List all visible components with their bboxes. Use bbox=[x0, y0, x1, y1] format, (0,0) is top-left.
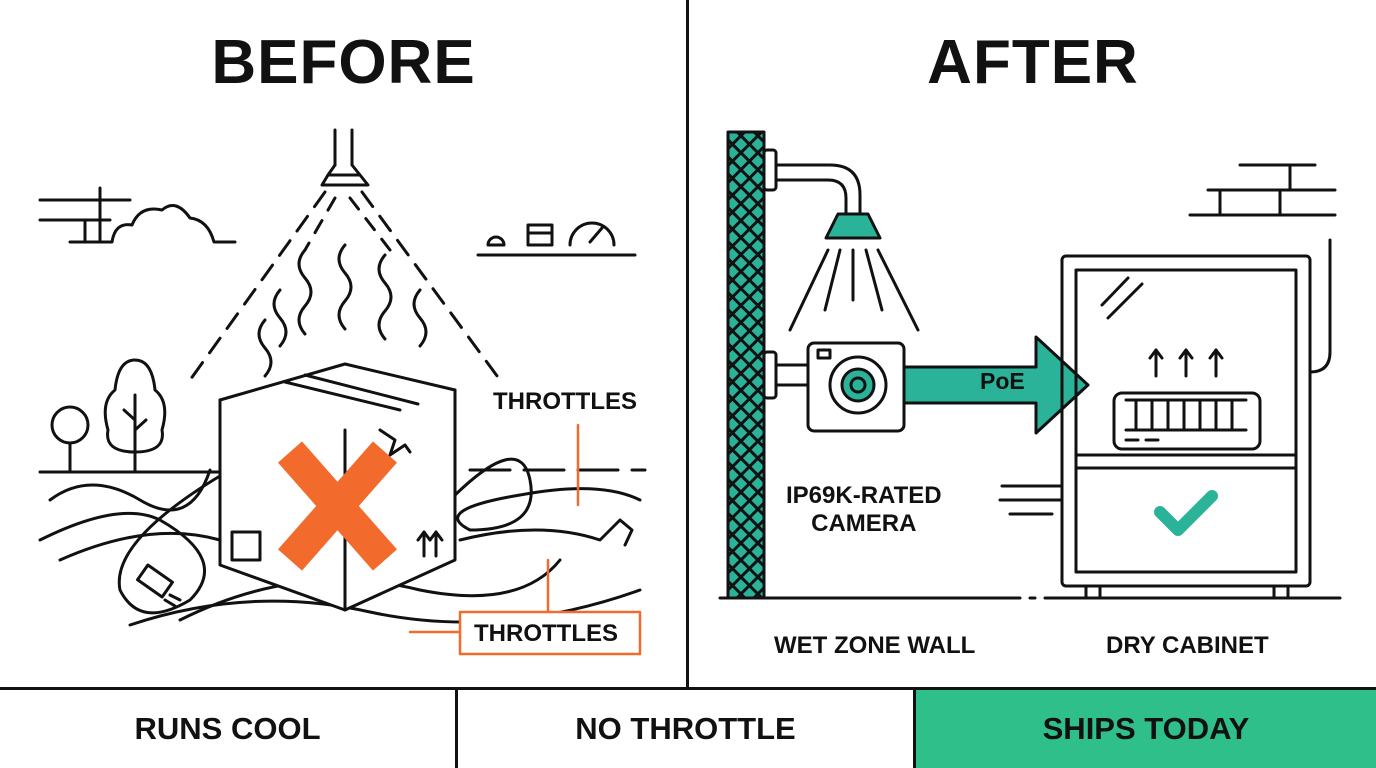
poe-label: PoE bbox=[980, 368, 1025, 394]
benefit-ships-today: SHIPS TODAY bbox=[916, 690, 1376, 768]
dry-cabinet-label: DRY CABINET bbox=[1106, 632, 1269, 659]
callout-box bbox=[458, 610, 642, 656]
wet-zone-wall-label: WET ZONE WALL bbox=[774, 632, 976, 659]
callout-leader-lines bbox=[408, 423, 580, 634]
heat-arrows-icon bbox=[1148, 348, 1224, 378]
after-heading: AFTER bbox=[927, 28, 1139, 97]
benefit-runs-cool: RUNS COOL bbox=[0, 690, 458, 768]
footer-divider bbox=[0, 687, 1376, 690]
benefits-footer: RUNS COOL NO THROTTLE SHIPS TODAY bbox=[0, 690, 1376, 768]
background-trees-icon bbox=[38, 358, 252, 474]
this-way-up-icon bbox=[416, 530, 444, 558]
background-bricks-icon bbox=[1188, 163, 1337, 217]
x-mark-icon bbox=[277, 441, 398, 571]
motion-lines bbox=[998, 484, 1064, 516]
benefit-no-throttle: NO THROTTLE bbox=[458, 690, 916, 768]
after-illustration bbox=[718, 130, 1342, 600]
throttles-callout-bottom: THROTTLES bbox=[474, 620, 618, 647]
throttles-callout-top: THROTTLES bbox=[493, 388, 637, 415]
background-gauges-icon bbox=[476, 221, 637, 257]
wet-zone-wall-icon bbox=[718, 130, 1342, 600]
checkmark-icon bbox=[1154, 490, 1218, 536]
after-panel: AFTER bbox=[690, 0, 1376, 688]
wall-mount-camera-icon bbox=[762, 341, 906, 433]
background-skyline-icon bbox=[38, 186, 237, 244]
camera-label: IP69K-RATED CAMERA bbox=[786, 482, 942, 537]
sprinkler-icon bbox=[188, 128, 502, 382]
cabinet-icon bbox=[1060, 238, 1332, 600]
panel-divider bbox=[686, 0, 689, 688]
before-illustration bbox=[38, 128, 647, 656]
sprinkler-icon bbox=[762, 148, 920, 332]
before-panel: BEFORE bbox=[0, 0, 687, 688]
before-heading: BEFORE bbox=[211, 28, 476, 97]
